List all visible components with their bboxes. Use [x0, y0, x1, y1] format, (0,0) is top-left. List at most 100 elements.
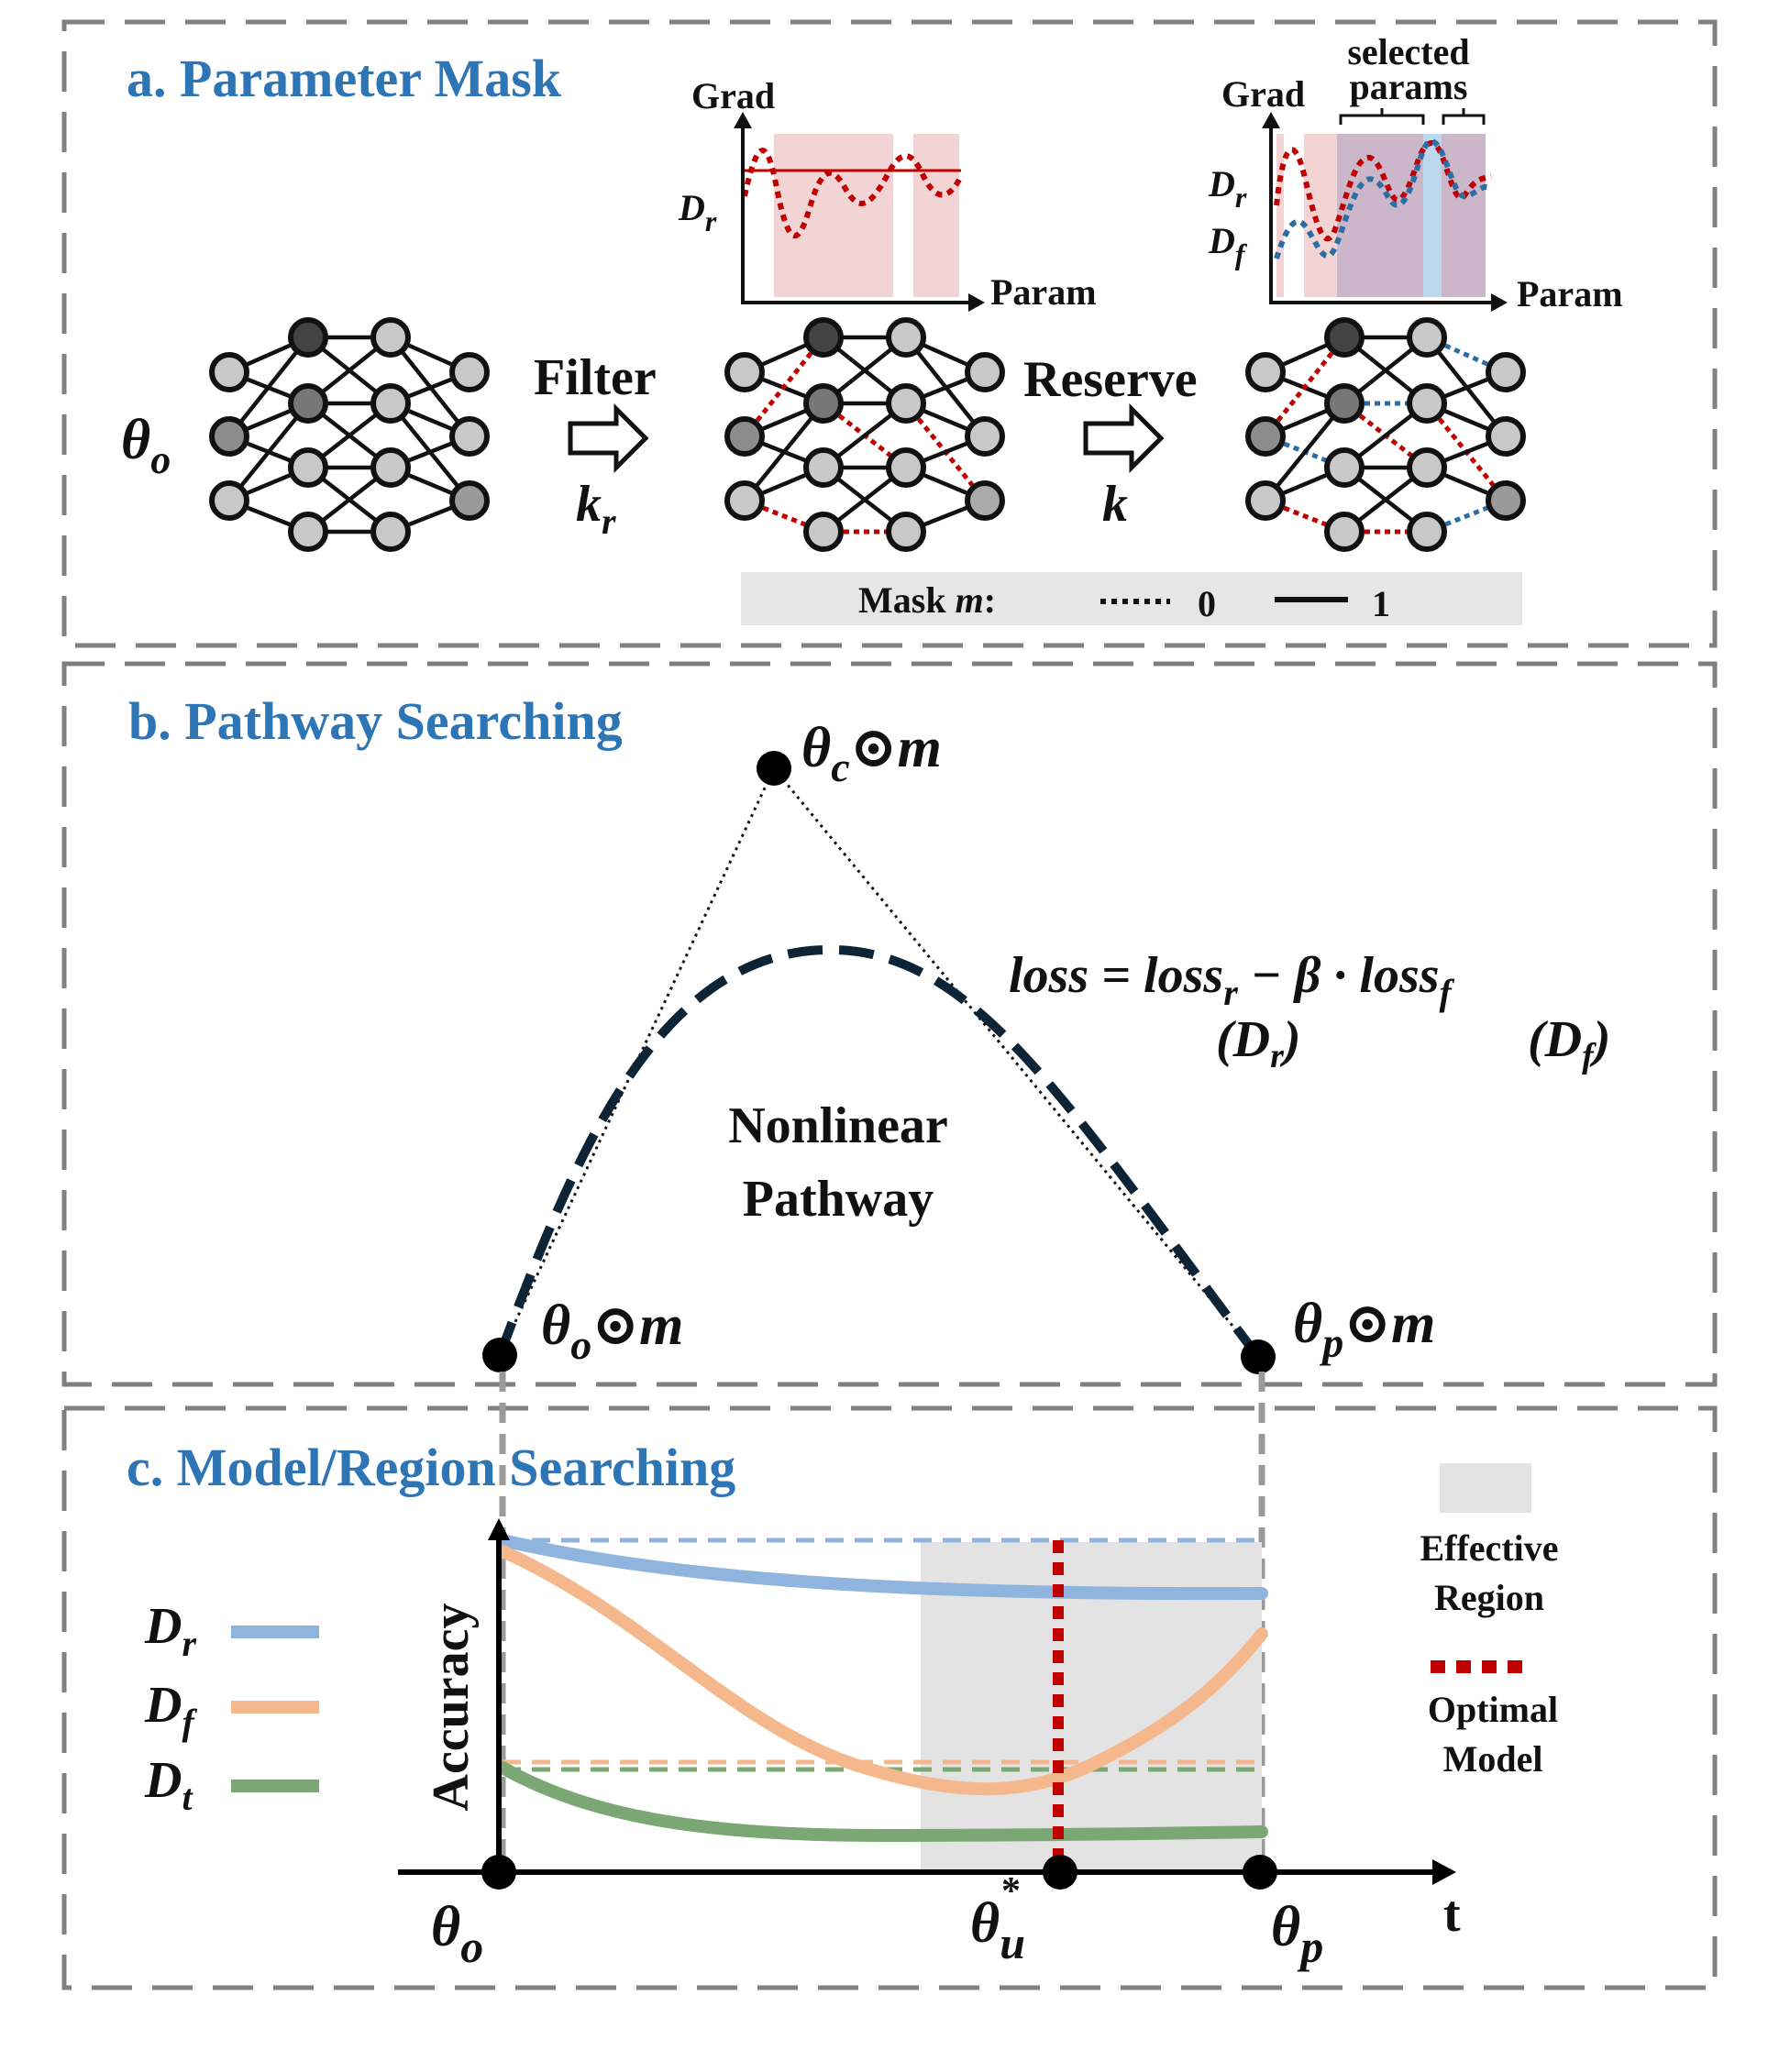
- point-theta-c: [757, 751, 791, 786]
- axis-theta-p-symbol: θ: [1271, 1896, 1300, 1958]
- legend-df-symbol: D: [144, 1677, 182, 1734]
- theta-c-odot-m-label: θc⊙m: [801, 717, 942, 790]
- axis-theta-u-label: θu*: [970, 1870, 1025, 1968]
- plot2-shade-selected-1: [1337, 134, 1423, 297]
- plot1-series-label: Dr: [678, 187, 717, 237]
- network-node: [1324, 447, 1365, 488]
- plot2-df-subscript: f: [1235, 237, 1248, 270]
- loss-f-subscript: f: [1440, 972, 1455, 1013]
- plot1-xlabel: Param: [990, 271, 1097, 313]
- theta-p-b-symbol: θ: [1293, 1293, 1322, 1355]
- series-legend: Dr Df Dt: [144, 1598, 319, 1818]
- reserve-label: Reserve: [1023, 351, 1198, 408]
- network-node: [449, 416, 490, 457]
- plot2-ylabel: Grad: [1221, 73, 1305, 115]
- network-node: [1407, 383, 1447, 424]
- axis-theta-u-symbol: θ: [970, 1892, 1000, 1955]
- nonlinear-pathway-label-1: Nonlinear: [728, 1097, 948, 1154]
- time-xlabel: t: [1443, 1886, 1461, 1943]
- axis-point-theta-o: [481, 1855, 516, 1890]
- legend-df-subscript: f: [182, 1702, 197, 1743]
- theta-o-subscript: o: [150, 437, 171, 482]
- loss-equation: loss = lossr − β · lossf: [1009, 947, 1455, 1013]
- filter-arrow-icon: [568, 402, 649, 474]
- network-node: [1407, 512, 1447, 552]
- legend-dr-label: Dr: [144, 1598, 196, 1664]
- theta-o-b-subscript: o: [570, 1321, 591, 1368]
- legend-dt-symbol: D: [144, 1752, 182, 1809]
- network-node: [1245, 480, 1286, 521]
- network-node: [1245, 352, 1286, 392]
- network-node: [1407, 447, 1447, 488]
- panel-a-border: [61, 19, 1718, 648]
- k-label: k: [1102, 476, 1128, 533]
- plot2-shade-blue: [1423, 134, 1442, 297]
- plot2-dr-curve: [1274, 140, 1492, 242]
- plot1-shade-2: [913, 134, 959, 297]
- plot2-df-label: Df: [1208, 220, 1248, 270]
- panel-c-border: [61, 1405, 1718, 1990]
- network-edge: [227, 336, 310, 438]
- theta-o-symbol: θ: [121, 409, 150, 471]
- region-legend: Effective Region Optimal Model: [1420, 1463, 1559, 1780]
- network-node: [724, 352, 765, 392]
- theta-c-subscript: c: [831, 744, 849, 790]
- dr-close: ): [1279, 1011, 1301, 1068]
- plot2-x-arrow-icon: [1491, 293, 1508, 312]
- df-close: ): [1589, 1011, 1611, 1068]
- plot1-x-arrow-icon: [968, 293, 985, 312]
- loss-equation-right: − β · loss: [1238, 947, 1440, 1004]
- network-node: [886, 447, 926, 488]
- effective-region-swatch: [1440, 1463, 1531, 1513]
- panel-b-title: b. Pathway Searching: [128, 691, 623, 751]
- network-node: [803, 512, 844, 552]
- network-node: [1486, 480, 1526, 521]
- network-node: [965, 416, 1005, 457]
- plot2-dr-label: Dr: [1208, 163, 1247, 214]
- axis-theta-o-subscript: o: [460, 1921, 483, 1972]
- network-filtered: [724, 317, 1005, 552]
- network-node: [1324, 317, 1365, 358]
- network-node: [965, 480, 1005, 521]
- axis-theta-o-symbol: θ: [431, 1896, 460, 1958]
- panel-b-border: [61, 661, 1718, 1387]
- theta-o-odot-m-label: θo⊙m: [541, 1295, 683, 1368]
- grad-plot-2: Grad Param selected params Dr Df: [1208, 31, 1623, 314]
- network-node: [1486, 352, 1526, 392]
- network-node: [370, 447, 411, 488]
- network-node: [724, 480, 765, 521]
- network-node: [288, 383, 328, 424]
- panel-a-title: a. Parameter Mask: [127, 49, 562, 108]
- theta-c-symbol: θ: [801, 717, 831, 779]
- nonlinear-pathway-curve: [495, 944, 1262, 1361]
- network-node: [370, 317, 411, 358]
- effective-region-label-1: Effective: [1420, 1527, 1558, 1569]
- network-node: [449, 480, 490, 521]
- network-original: [209, 317, 490, 552]
- network-node: [803, 447, 844, 488]
- k-r-symbol: k: [576, 476, 602, 533]
- mask-zero-label: 0: [1198, 583, 1216, 624]
- theta-p-odot-m-label: θp⊙m: [1293, 1293, 1435, 1366]
- selected-brace-1-icon: [1339, 108, 1425, 125]
- grad-plot-1: Grad Param Dr: [678, 75, 1097, 313]
- network-node: [288, 512, 328, 552]
- loss-df-annotation: (Df): [1528, 1011, 1610, 1075]
- effective-region-label-2: Region: [1434, 1577, 1544, 1618]
- network-node: [1245, 416, 1286, 457]
- legend-df-label: Df: [144, 1677, 197, 1743]
- theta-p-b-odot: ⊙: [1343, 1293, 1391, 1355]
- theta-p-b-m: m: [1391, 1293, 1435, 1355]
- network-node: [886, 383, 926, 424]
- network-node: [209, 352, 249, 392]
- theta-o-b-symbol: θ: [541, 1295, 570, 1357]
- legend-dr-subscript: r: [182, 1623, 196, 1664]
- point-theta-p: [1241, 1339, 1276, 1374]
- legend-dt-subscript: t: [182, 1777, 193, 1818]
- theta-c-odot: ⊙: [850, 717, 898, 779]
- network-node: [449, 352, 490, 392]
- network-node: [886, 317, 926, 358]
- plot1-series-symbol: D: [678, 187, 705, 228]
- selected-brace-2-icon: [1442, 108, 1486, 125]
